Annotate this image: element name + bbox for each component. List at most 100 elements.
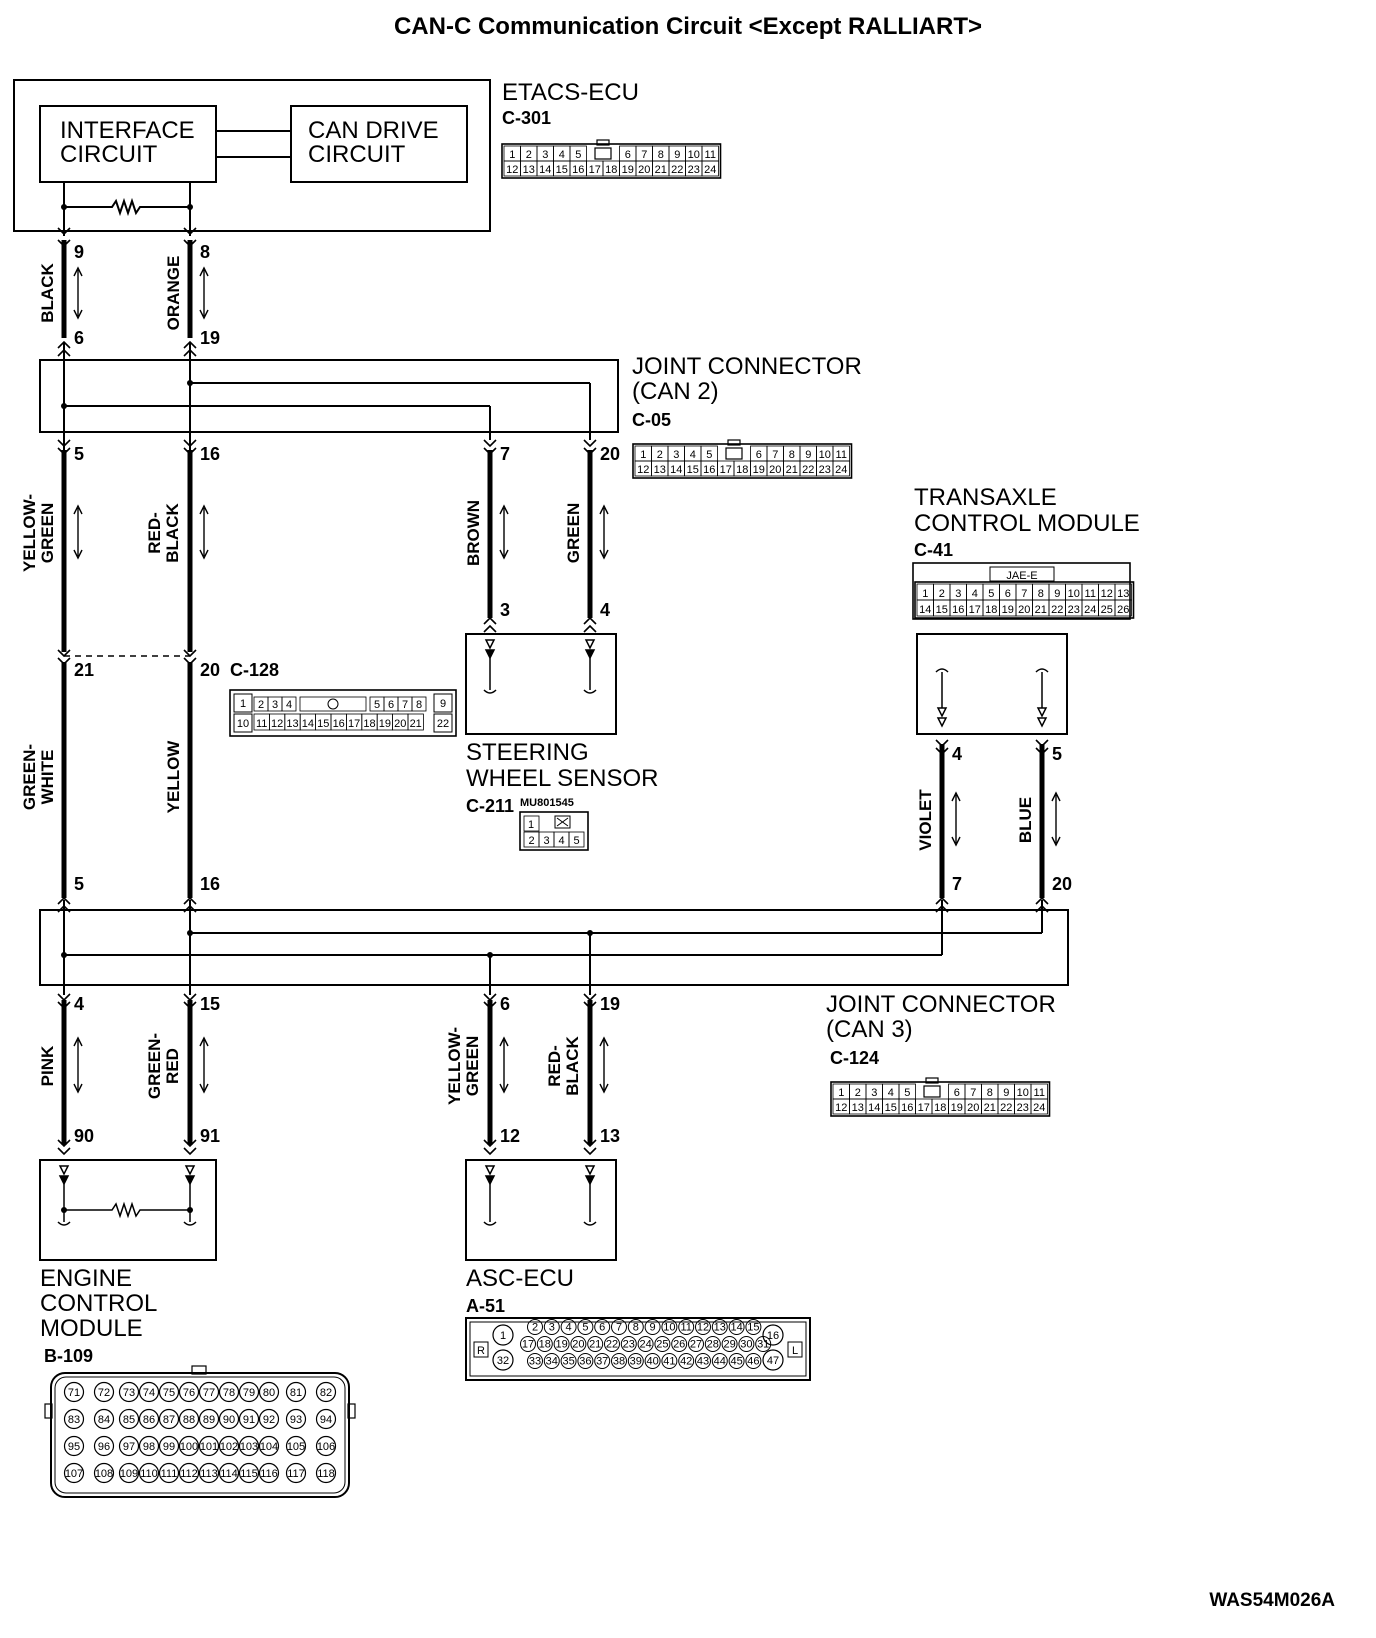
pin-9: 9 (74, 242, 84, 262)
ecm-pin (118, 1462, 140, 1484)
wire-label-blue: BLUE (1016, 797, 1035, 843)
etacs-junction-dot-b (187, 204, 193, 210)
ecm-pin-number: 71 (68, 1387, 80, 1399)
asc-connector-inner (469, 1321, 807, 1377)
connector-cavity (701, 160, 719, 177)
ecm-pin-number: 83 (68, 1414, 80, 1426)
ecm-pin-number: 100 (180, 1441, 198, 1453)
ecm-pin-number: 74 (143, 1387, 155, 1399)
jc2-name-1: JOINT CONNECTOR (632, 353, 862, 380)
cavity-number: 3 (871, 1087, 877, 1099)
ecm-pin-number: 76 (183, 1387, 195, 1399)
asc-pin (527, 1319, 543, 1335)
asc-pin (620, 1336, 637, 1352)
c128-key-circle (327, 698, 339, 710)
ecm-pin (238, 1435, 260, 1457)
asc-pin-number: 17 (522, 1339, 534, 1351)
jc2-connector-id: C-05 (632, 410, 671, 430)
asc-pin (594, 1319, 611, 1335)
asc-pin-number: 38 (613, 1356, 625, 1368)
ecm-pin-number: 97 (123, 1441, 135, 1453)
connector-cavity (433, 713, 453, 733)
asc-pin (695, 1353, 711, 1369)
arrow-gr (199, 1036, 209, 1094)
cavity-number: 19 (1002, 604, 1014, 616)
asc-pin-number: 3 (549, 1322, 555, 1334)
asc-pin-number: 15 (747, 1322, 759, 1334)
ecm-pin (118, 1435, 140, 1457)
ecm-side-tab-right (347, 1403, 356, 1419)
cavity-number: 5 (573, 835, 579, 847)
cavity-number: 4 (558, 835, 564, 847)
wire-label-red-black-b1: RED- (545, 1045, 564, 1087)
cavity-number: 8 (658, 149, 664, 161)
ecm-pin-number: 110 (140, 1468, 158, 1480)
ecm-pin-number: 108 (95, 1468, 113, 1480)
cavity-number: 16 (901, 1102, 913, 1114)
cavity-number: 21 (984, 1102, 996, 1114)
jc3-splice-dot-d (587, 930, 593, 936)
asc-pin-number: 7 (616, 1322, 622, 1334)
ecm-pin (238, 1381, 260, 1403)
cavity-number: 23 (688, 164, 700, 176)
connector-cavity (433, 693, 453, 713)
connector-cavity (1030, 1098, 1048, 1115)
ecm-pin-number: 90 (223, 1414, 235, 1426)
connector-outline (632, 443, 853, 479)
asc-pin (728, 1319, 745, 1335)
cavity-number: 12 (506, 164, 518, 176)
ecm-pin (93, 1408, 115, 1430)
ecm-connector-inner (54, 1376, 346, 1494)
cavity-number: 18 (363, 718, 375, 730)
asc-pin-number: 10 (663, 1322, 675, 1334)
cavity-number: 13 (286, 718, 298, 730)
wire-label-pink: PINK (38, 1045, 57, 1086)
ecm-pin (63, 1381, 85, 1403)
ecm-pin (315, 1435, 337, 1457)
asc-pin-number: 13 (714, 1322, 726, 1334)
connector-cavity (407, 713, 424, 731)
cavity-number: 15 (556, 164, 568, 176)
pin-91: 91 (200, 1126, 220, 1146)
cavity-number: 17 (720, 464, 732, 476)
ecm-pin-number: 103 (240, 1441, 258, 1453)
asc-pin (678, 1353, 695, 1369)
ecm-pin-number: 84 (98, 1414, 110, 1426)
ecm-pin (63, 1408, 85, 1430)
cavity-number: 7 (970, 1087, 976, 1099)
asc-pin-number: 35 (562, 1356, 574, 1368)
asc-pin (711, 1353, 728, 1369)
sws-part-number: MU801545 (520, 797, 574, 809)
connector-chevrons (57, 227, 1049, 1156)
asc-pin-number: 44 (714, 1356, 726, 1368)
asc-pin (745, 1319, 762, 1335)
cavity-number: 5 (374, 699, 380, 711)
cavity-number: 13 (1117, 588, 1129, 600)
cavity-number: 22 (671, 164, 683, 176)
cavity-number: 13 (654, 464, 666, 476)
ecm-pin (138, 1408, 160, 1430)
cavity-number: 18 (934, 1102, 946, 1114)
ecm-pin (158, 1381, 180, 1403)
connector-cavity (233, 693, 253, 713)
asc-pin-number: 29 (723, 1339, 735, 1351)
arrow-yg-bot (499, 1036, 509, 1094)
pin-20-jc3: 20 (1052, 874, 1072, 894)
ecm-pin-number: 73 (123, 1387, 135, 1399)
cavity-number: 15 (687, 464, 699, 476)
c128-outline (229, 689, 457, 737)
ecm-pin-number: 112 (180, 1468, 198, 1480)
cavity-number: 22 (437, 718, 449, 730)
arrow-rb-bot (599, 1036, 609, 1094)
cavity-number: 24 (835, 464, 847, 476)
cavity-number: 17 (348, 718, 360, 730)
connector-outline (501, 143, 722, 179)
cavity-number: 6 (954, 1087, 960, 1099)
arrow-blue (1051, 791, 1061, 847)
cavity-number: 17 (589, 164, 601, 176)
sws-name-1: STEERING (466, 739, 589, 766)
ecm-pin (238, 1408, 260, 1430)
asc-pin (661, 1353, 678, 1369)
